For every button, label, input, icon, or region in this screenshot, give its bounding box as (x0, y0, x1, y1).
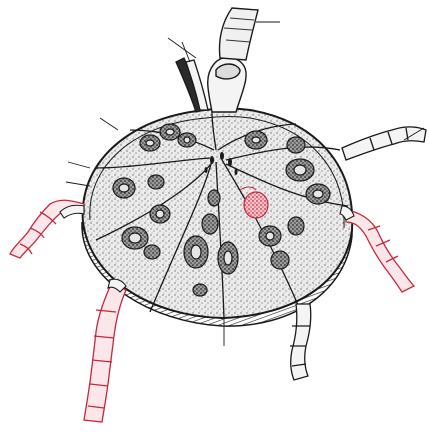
leader-line (66, 182, 90, 186)
efferent-vessel-top (208, 8, 258, 112)
afferent-vessel-bottom (84, 282, 126, 422)
afferent-vessel-right (346, 210, 414, 292)
efferent-vessel-right (342, 127, 426, 160)
leader-line (168, 38, 196, 58)
leader-line (100, 118, 118, 130)
leader-line (68, 162, 90, 168)
hilum-vessels (176, 58, 208, 112)
efferent-vessel-bottom (290, 304, 311, 380)
